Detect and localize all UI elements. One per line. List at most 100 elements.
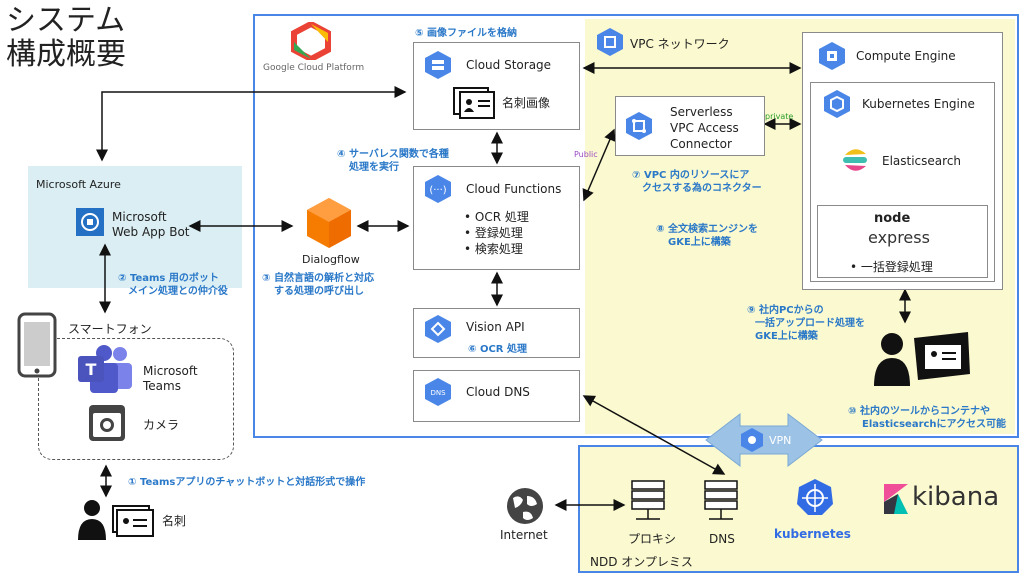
note-2-line-1: ② Teams 用のボット [118, 273, 219, 284]
kubernetes-engine-label: Kubernetes Engine [862, 97, 975, 111]
note-2: ② Teams 用のボット メイン処理との仲介役 [118, 272, 228, 298]
compute-engine-icon [818, 42, 846, 70]
vpc-icon [596, 28, 624, 56]
web-app-bot-label: Microsoft Web App Bot [112, 210, 190, 240]
camera-label: カメラ [143, 418, 180, 432]
note-3: ③ 自然言語の解析と対応 する処理の呼び出し [262, 272, 374, 298]
smartphone-group [38, 338, 234, 460]
teams-line-2: Teams [143, 379, 181, 393]
serverless-line-3: Connector [670, 137, 732, 151]
line-functions-connector [582, 128, 616, 202]
functions-item-ocr: OCR 処理 [464, 209, 529, 225]
dns-server-icon [703, 479, 739, 523]
serverless-line-1: Serverless [670, 105, 733, 119]
express-logo-text: express [868, 228, 930, 247]
note-7: ⑦ VPC 内のリソースにア クセスする為のコネクター [632, 169, 762, 195]
meishi-label: 名刺 [162, 514, 187, 528]
note-8-line-1: ⑧ 全文検索エンジンを [656, 224, 758, 235]
cloud-storage-label: Cloud Storage [466, 58, 552, 72]
note-4: ④ サーバレス関数で各種 処理を実行 [337, 148, 449, 174]
note-9-line-3: GKE上に構築 [755, 331, 818, 342]
gcp-logo [290, 20, 332, 63]
note-10-line-2: Elasticsearchにアクセス可能 [862, 419, 1007, 430]
note-2-line-2: メイン処理との仲介役 [128, 286, 228, 297]
note-8: ⑧ 全文検索エンジンを GKE上に構築 [656, 223, 758, 249]
serverless-line-2: VPC Access [670, 121, 739, 135]
internet-icon [505, 486, 545, 526]
note-3-line-2: する処理の呼び出し [274, 286, 364, 297]
functions-item-search: 検索処理 [464, 241, 529, 257]
diagram-title: システム 構成概要 [6, 4, 126, 72]
meishi-image-icon [452, 86, 496, 120]
note-5: ⑤ 画像ファイルを格納 [415, 28, 517, 39]
note-10-line-1: ⑩ 社内のツールからコンテナや [848, 406, 990, 417]
serverless-connector-label: Serverless VPC Access Connector [670, 104, 739, 152]
meishi-user-icon [77, 498, 157, 542]
title-line-2: 構成概要 [6, 37, 126, 72]
private-label: private [765, 112, 794, 121]
node-logo-text: node [874, 211, 911, 226]
vpn-icon [740, 428, 764, 452]
teams-line-1: Microsoft [143, 364, 198, 378]
kubernetes-icon [796, 478, 834, 516]
smartphone-icon [17, 312, 57, 378]
svg-text:(···): (···) [429, 185, 446, 196]
meishi-image-label: 名刺画像 [502, 96, 551, 110]
ndd-label: NDD オンプレミス [590, 555, 693, 569]
note-8-line-2: GKE上に構築 [668, 237, 731, 248]
note-4-line-1: ④ サーバレス関数で各種 [337, 149, 449, 160]
web-app-bot-icon [76, 208, 104, 236]
vpn-label: VPN [769, 434, 792, 447]
functions-list: OCR 処理 登録処理 検索処理 [464, 209, 529, 257]
teams-label: Microsoft Teams [143, 364, 198, 394]
dialogflow-label: Dialogflow [302, 253, 360, 266]
serverless-connector-icon [625, 112, 653, 140]
teams-icon: T [76, 344, 136, 394]
note-4-line-2: 処理を実行 [349, 162, 399, 173]
internet-label: Internet [500, 528, 548, 542]
web-app-bot-line-2: Web App Bot [112, 225, 190, 239]
svg-text:T: T [86, 360, 97, 379]
public-label: Public [574, 150, 598, 159]
note-6: ⑥ OCR 処理 [468, 344, 527, 355]
dialogflow-icon [305, 198, 353, 250]
note-9-line-1: ⑨ 社内PCからの [747, 305, 824, 316]
vision-api-label: Vision API [466, 320, 525, 334]
note-3-line-1: ③ 自然言語の解析と対応 [262, 273, 374, 284]
web-app-bot-line-1: Microsoft [112, 210, 167, 224]
note-1: ① Teamsアプリのチャットボットと対話形式で操作 [128, 477, 366, 488]
line-dns-proxy [582, 395, 726, 475]
smartphone-label: スマートフォン [68, 322, 152, 336]
gcp-hexagon-icon [291, 20, 331, 63]
note-9: ⑨ 社内PCからの 一括アップロード処理を GKE上に構築 [743, 304, 865, 343]
gcp-logo-text: Google Cloud Platform [263, 63, 365, 73]
camera-icon [88, 404, 126, 442]
kubernetes-engine-icon [823, 90, 851, 118]
express-box [817, 205, 988, 278]
note-7-line-2: クセスする為のコネクター [642, 183, 762, 194]
vision-api-icon [424, 315, 452, 343]
proxy-icon [630, 479, 666, 523]
bulk-register-text: 一括登録処理 [860, 260, 933, 274]
note-9-line-2: 一括アップロード処理を [755, 318, 865, 329]
compute-engine-label: Compute Engine [856, 49, 956, 63]
elasticsearch-label: Elasticsearch [882, 154, 962, 168]
vpc-label: VPC ネットワーク [630, 37, 730, 51]
kibana-icon [884, 484, 908, 514]
line-azure-storage [96, 86, 407, 162]
note-7-line-1: ⑦ VPC 内のリソースにア [632, 170, 750, 181]
cloud-dns-label: Cloud DNS [466, 385, 530, 399]
cloud-functions-icon: (···) [424, 175, 452, 203]
cloud-dns-icon: DNS [424, 378, 452, 406]
note-10: ⑩ 社内のツールからコンテナや Elasticsearchにアクセス可能 [848, 405, 1006, 431]
elasticsearch-icon [841, 146, 869, 174]
proxy-label: プロキシ [628, 532, 677, 546]
dns-server-label: DNS [709, 532, 735, 546]
upload-pc-icon [874, 326, 974, 388]
bulk-register-label: • 一括登録処理 [850, 260, 933, 274]
title-line-1: システム [6, 3, 126, 38]
functions-item-register: 登録処理 [464, 225, 529, 241]
azure-label: Microsoft Azure [36, 178, 121, 191]
svg-text:DNS: DNS [430, 389, 446, 397]
